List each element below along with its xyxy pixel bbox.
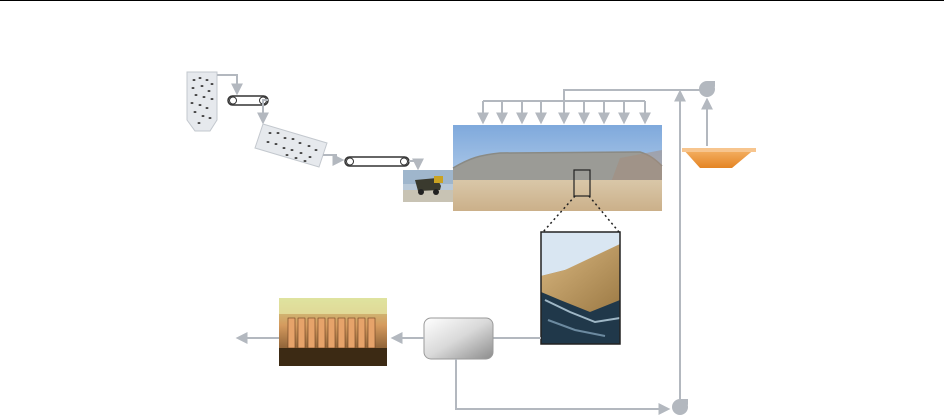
crushed-ore-bin-icon — [187, 72, 217, 131]
flow-arrow-bin-to-conveyor — [217, 75, 237, 93]
electrowinning-cells-photo — [279, 298, 387, 366]
solution-tank-icon — [682, 148, 756, 168]
solvent-extraction-box — [424, 318, 493, 359]
flow-arrow-raffinate-return — [456, 359, 668, 409]
pump-icon — [672, 399, 688, 415]
haul-truck-icon — [403, 170, 453, 202]
pump-icon — [699, 81, 715, 97]
flow-arrow-conveyor-to-truck — [409, 161, 418, 168]
agglomerator-drum-icon — [255, 124, 327, 167]
spray-header — [483, 90, 700, 122]
leach-slope-closeup-photo — [541, 232, 620, 344]
heap-leach-pad-photo — [453, 125, 662, 211]
flow-arrow-drum-to-conveyor — [323, 155, 342, 160]
conveyor-belt-icon — [345, 157, 409, 166]
